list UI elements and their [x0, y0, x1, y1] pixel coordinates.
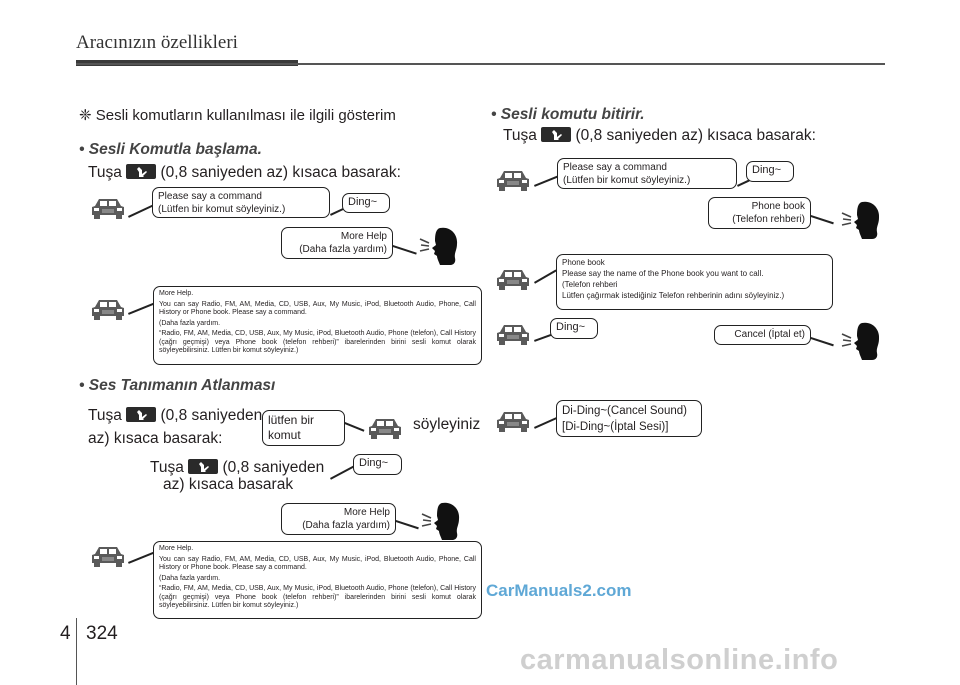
end-instruction: Tuşa (0,8 saniyeden az) kısaca basarak: — [503, 127, 816, 145]
bubble-tail — [534, 333, 552, 342]
section-heading-skip: • Ses Tanımanın Atlanması — [79, 377, 276, 394]
prompt-bubble-cancel-sound: Di-Ding~(Cancel Sound) [Di-Ding~(İptal S… — [556, 400, 702, 437]
car-icon — [369, 419, 401, 439]
car-icon — [92, 547, 124, 567]
car-icon — [497, 325, 529, 345]
prompt-bubble-ding: Ding~ — [746, 161, 794, 182]
detail-line: More Help. — [159, 290, 194, 297]
bubble-tail — [395, 520, 419, 530]
speaking-person-icon — [841, 321, 880, 361]
user-bubble-more-help: More Help (Daha fazla yardım) — [281, 227, 393, 259]
footer-watermark: carmanualsonline.info — [520, 644, 839, 676]
instruction-suffix: (0,8 saniyeden az) kısaca basarak: — [575, 127, 816, 144]
header-rule — [76, 63, 885, 65]
talk-button-icon — [541, 127, 572, 142]
instruction-suffix: (0,8 saniyeden — [222, 459, 325, 476]
speaking-person-icon — [841, 200, 880, 240]
speaking-person-icon — [419, 226, 458, 266]
car-icon — [92, 199, 124, 219]
bubble-tail — [534, 269, 557, 284]
car-icon — [92, 300, 124, 320]
bubble-tail — [810, 215, 834, 225]
prompt-bubble-say-command: Please say a command (Lütfen bir komut s… — [152, 187, 330, 218]
detail-line: You can say Radio, FM, AM, Media, CD, US… — [159, 300, 476, 317]
talk-button-icon — [126, 407, 157, 422]
bubble-tail — [128, 551, 154, 564]
bubble-tail — [330, 208, 344, 216]
say-label: söyleyiniz — [413, 416, 481, 433]
bubble-tail — [534, 174, 560, 187]
user-bubble-cancel: Cancel (İptal et) — [714, 325, 811, 345]
prompt-bubble-say-command: Please say a command (Lütfen bir komut s… — [557, 158, 737, 189]
skip-instruction-1: Tuşa (0,8 saniyeden — [88, 407, 262, 425]
detail-line: “Radio, FM, AM, Media, CD, USB, Aux, My … — [159, 330, 476, 354]
skip-instruction-2-line2: az) kısaca basarak — [163, 476, 294, 493]
instruction-prefix: Tuşa — [150, 459, 184, 476]
detail-line: “Radio, FM, AM, Media, CD, USB, Aux, My … — [159, 585, 476, 609]
detail-line: You can say Radio, FM, AM, Media, CD, US… — [159, 555, 476, 572]
detail-line: More Help. — [159, 545, 194, 552]
usage-note: ❈ Sesli komutların kullanılması ile ilgi… — [79, 107, 396, 124]
skip-instruction-1-line2: az) kısaca basarak: — [88, 430, 223, 447]
bubble-tail — [392, 245, 417, 255]
prompt-bubble-more-help-detail: More Help. You can say Radio, FM, AM, Me… — [153, 286, 482, 365]
bubble-tail — [810, 337, 834, 347]
user-bubble-phone-book: Phone book (Telefon rehberi) — [708, 197, 811, 229]
section-heading-start: • Sesli Komutla başlama. — [79, 141, 262, 158]
instruction-suffix: (0,8 saniyeden — [160, 407, 263, 424]
bubble-tail — [737, 179, 750, 187]
car-icon — [497, 270, 529, 290]
prompt-bubble-ding: Ding~ — [342, 193, 390, 213]
talk-button-icon — [126, 164, 157, 179]
chapter-number: 4 — [60, 623, 71, 644]
footer-divider — [76, 618, 77, 685]
bubble-tail — [344, 422, 365, 432]
prompt-bubble-ding: Ding~ — [353, 454, 402, 475]
instruction-suffix: (0,8 saniyeden az) kısaca basarak: — [160, 164, 401, 181]
bubble-tail — [128, 204, 154, 218]
speaking-person-icon — [421, 501, 460, 541]
instruction-prefix: Tuşa — [503, 127, 537, 144]
bubble-tail — [534, 416, 558, 429]
prompt-bubble-more-help-detail: More Help. You can say Radio, FM, AM, Me… — [153, 541, 482, 619]
car-icon — [497, 412, 529, 432]
skip-instruction-2: Tuşa (0,8 saniyeden — [150, 459, 324, 477]
page-header-title: Aracınızın özellikleri — [76, 32, 238, 53]
instruction-prefix: Tuşa — [88, 407, 122, 424]
bubble-tail — [330, 465, 354, 480]
bubble-tail — [128, 302, 154, 315]
prompt-bubble-lutfen: lütfen bir komut — [262, 410, 345, 446]
talk-button-icon — [188, 459, 219, 474]
start-instruction: Tuşa (0,8 saniyeden az) kısaca basarak: — [88, 164, 401, 182]
car-icon — [497, 171, 529, 191]
prompt-bubble-ding: Ding~ — [550, 318, 598, 339]
user-bubble-more-help: More Help (Daha fazla yardım) — [281, 503, 396, 535]
section-heading-end: • Sesli komutu bitirir. — [491, 106, 645, 123]
instruction-prefix: Tuşa — [88, 164, 122, 181]
detail-line: (Daha fazla yardım. — [159, 319, 221, 327]
site-watermark: CarManuals2.com — [486, 581, 632, 600]
prompt-bubble-phone-book-detail: Phone book Please say the name of the Ph… — [556, 254, 833, 310]
page-number: 324 — [86, 623, 118, 644]
detail-line: (Daha fazla yardım. — [159, 574, 221, 582]
